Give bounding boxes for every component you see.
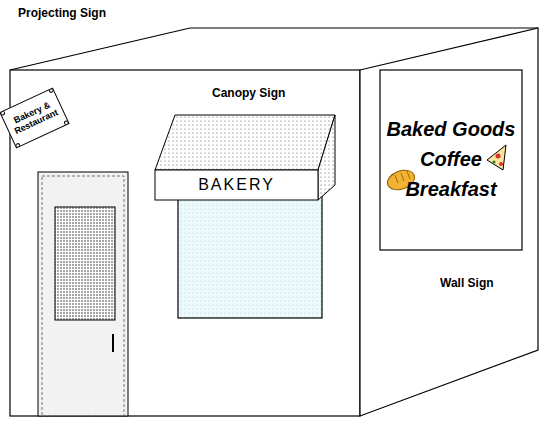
- callout-label: Canopy Sign: [212, 86, 285, 100]
- sign-text: Bakery & Restaurant: [8, 99, 61, 138]
- wall-sign: Baked Goods Coffee Breakfast: [378, 84, 524, 234]
- canopy-sign-band: BAKERY: [155, 170, 318, 200]
- door: [38, 172, 128, 416]
- callout-label: Wall Sign: [440, 276, 494, 290]
- sign-text: Baked Goods Coffee Breakfast: [384, 114, 518, 204]
- shop-window: [178, 185, 322, 318]
- building-outline: [10, 28, 538, 416]
- pizza-icon: [487, 145, 506, 170]
- wall-sign-panel: [380, 70, 522, 250]
- callout-label: Projecting Sign: [18, 6, 106, 20]
- sign-text: BAKERY: [198, 176, 275, 194]
- canopy-awning: [155, 115, 335, 200]
